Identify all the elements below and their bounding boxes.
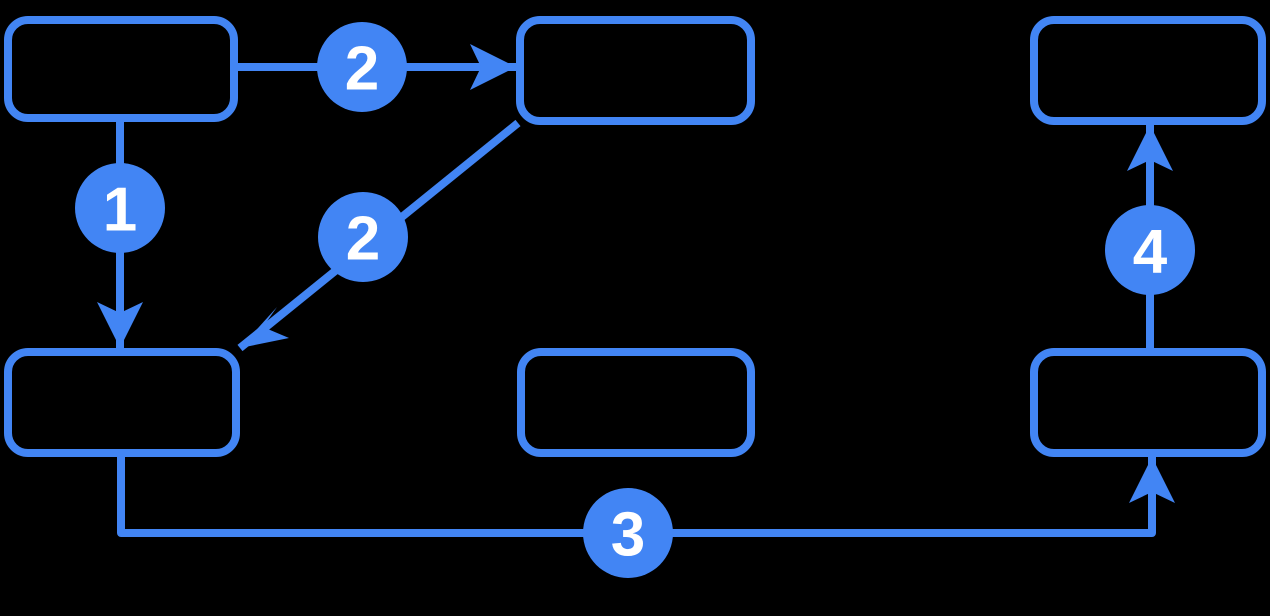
arrow-head-icon	[240, 307, 289, 348]
node-top-center[interactable]	[516, 16, 755, 125]
badge-circle	[583, 488, 673, 578]
badge-circle	[317, 22, 407, 112]
badge-label: 1	[103, 176, 137, 245]
badge-label: 2	[346, 205, 380, 274]
arrow-head-icon	[1129, 457, 1175, 503]
step-badge-2[interactable]: 2	[317, 22, 407, 112]
step-badge-1[interactable]: 1	[75, 163, 165, 253]
arrow-head-icon	[470, 44, 516, 90]
arrow-head-icon	[1127, 125, 1173, 171]
badges-layer: 1 2 2 3 4	[75, 22, 1195, 578]
badge-label: 4	[1133, 218, 1168, 287]
step-badge-3[interactable]: 3	[583, 488, 673, 578]
badge-circle	[318, 192, 408, 282]
node-bottom-right[interactable]	[1030, 348, 1266, 457]
node-top-right[interactable]	[1030, 16, 1266, 125]
badge-label: 2	[345, 35, 379, 104]
badge-circle	[1105, 205, 1195, 295]
node-top-left[interactable]	[4, 16, 238, 122]
step-badge-4[interactable]: 4	[1105, 205, 1195, 295]
badge-circle	[75, 163, 165, 253]
node-bottom-left[interactable]	[4, 348, 240, 457]
badge-label: 3	[611, 501, 645, 570]
arrow-head-icon	[97, 302, 143, 348]
nodes-layer	[4, 16, 1266, 457]
node-bottom-center[interactable]	[517, 348, 755, 457]
step-badge-2[interactable]: 2	[318, 192, 408, 282]
